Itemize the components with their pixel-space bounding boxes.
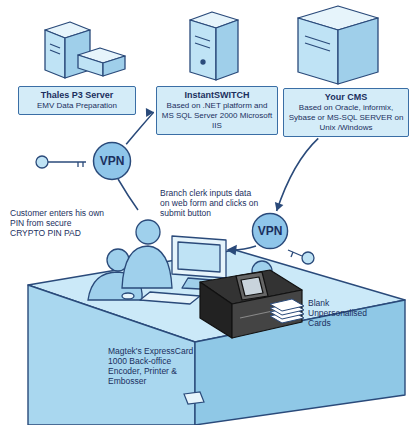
server-label-box: Thales P3 ServerEMV Data Preparation (18, 86, 136, 115)
vpn-circle: VPN (251, 212, 289, 250)
node-title: Your CMS (288, 92, 404, 103)
node-title: VPN (258, 224, 283, 238)
vpn-circle: VPN (92, 141, 132, 181)
connector (275, 138, 318, 211)
connector-line (277, 138, 319, 211)
arrow-head (146, 108, 154, 117)
node-title: Thales P3 Server (23, 90, 131, 101)
connector-line (126, 112, 154, 144)
note-label: Magtek's ExpressCard 1000 Back-office En… (108, 346, 204, 386)
node-title: InstantSWITCH (161, 90, 273, 101)
node-body: Based on Oracle, informix, Sybase or MS-… (288, 103, 404, 133)
note-label: Customer enters his own PIN from secure … (10, 208, 108, 238)
arrow-head (275, 202, 284, 211)
note-label: Branch clerk inputs data on web form and… (160, 188, 260, 218)
server-label-box: InstantSWITCHBased on .NET platform and … (156, 86, 278, 135)
node-body: EMV Data Preparation (23, 101, 131, 111)
node-title: VPN (100, 154, 125, 168)
server-label-box: Your CMSBased on Oracle, informix, Sybas… (283, 88, 409, 137)
note-label: Blank Unpersonalised Cards (308, 298, 380, 328)
node-body: Based on .NET platform and MS SQL Server… (161, 101, 273, 131)
